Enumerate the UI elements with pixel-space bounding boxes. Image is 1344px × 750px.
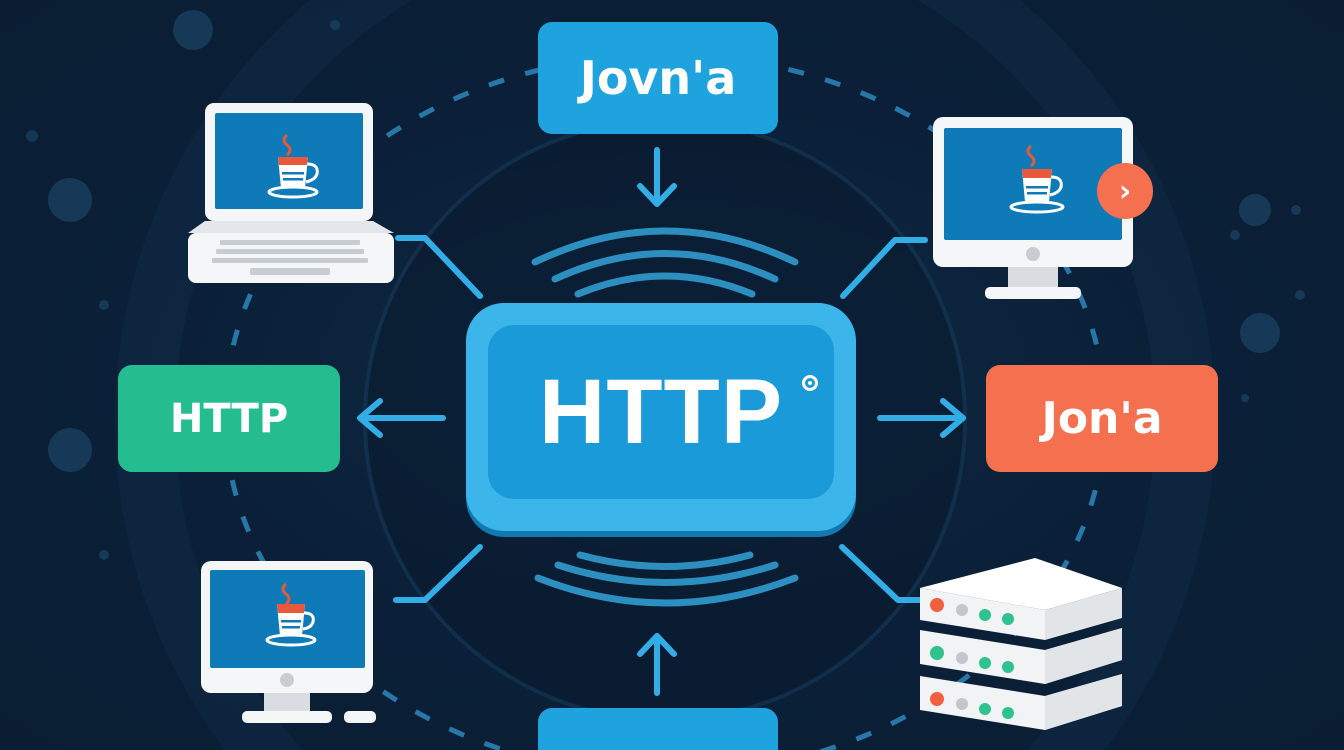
top-label-text: Jovn'a [579, 51, 737, 105]
center-http-label: HTTP [538, 360, 784, 463]
right-label-text: Jon'a [1041, 393, 1163, 444]
registered-mark-icon [802, 375, 818, 391]
left-http-box: HTTP [118, 365, 340, 472]
desktop-monitor-icon-bottom [201, 561, 376, 723]
server-stack-icon [920, 558, 1122, 730]
java-cup-icon [265, 582, 317, 647]
desktop-monitor-icon [933, 117, 1133, 299]
left-label-text: HTTP [169, 395, 289, 442]
center-http-key: HTTP [466, 303, 856, 531]
java-cup-icon [1009, 144, 1065, 214]
play-arrow-icon[interactable]: › [1097, 163, 1153, 219]
top-label-box: Jovn'a [538, 22, 778, 134]
status-lights [930, 598, 1014, 719]
java-cup-icon [267, 133, 319, 199]
right-label-box: Jon'a [986, 365, 1218, 472]
bottom-label-box [538, 708, 778, 750]
laptop-icon [188, 103, 394, 283]
